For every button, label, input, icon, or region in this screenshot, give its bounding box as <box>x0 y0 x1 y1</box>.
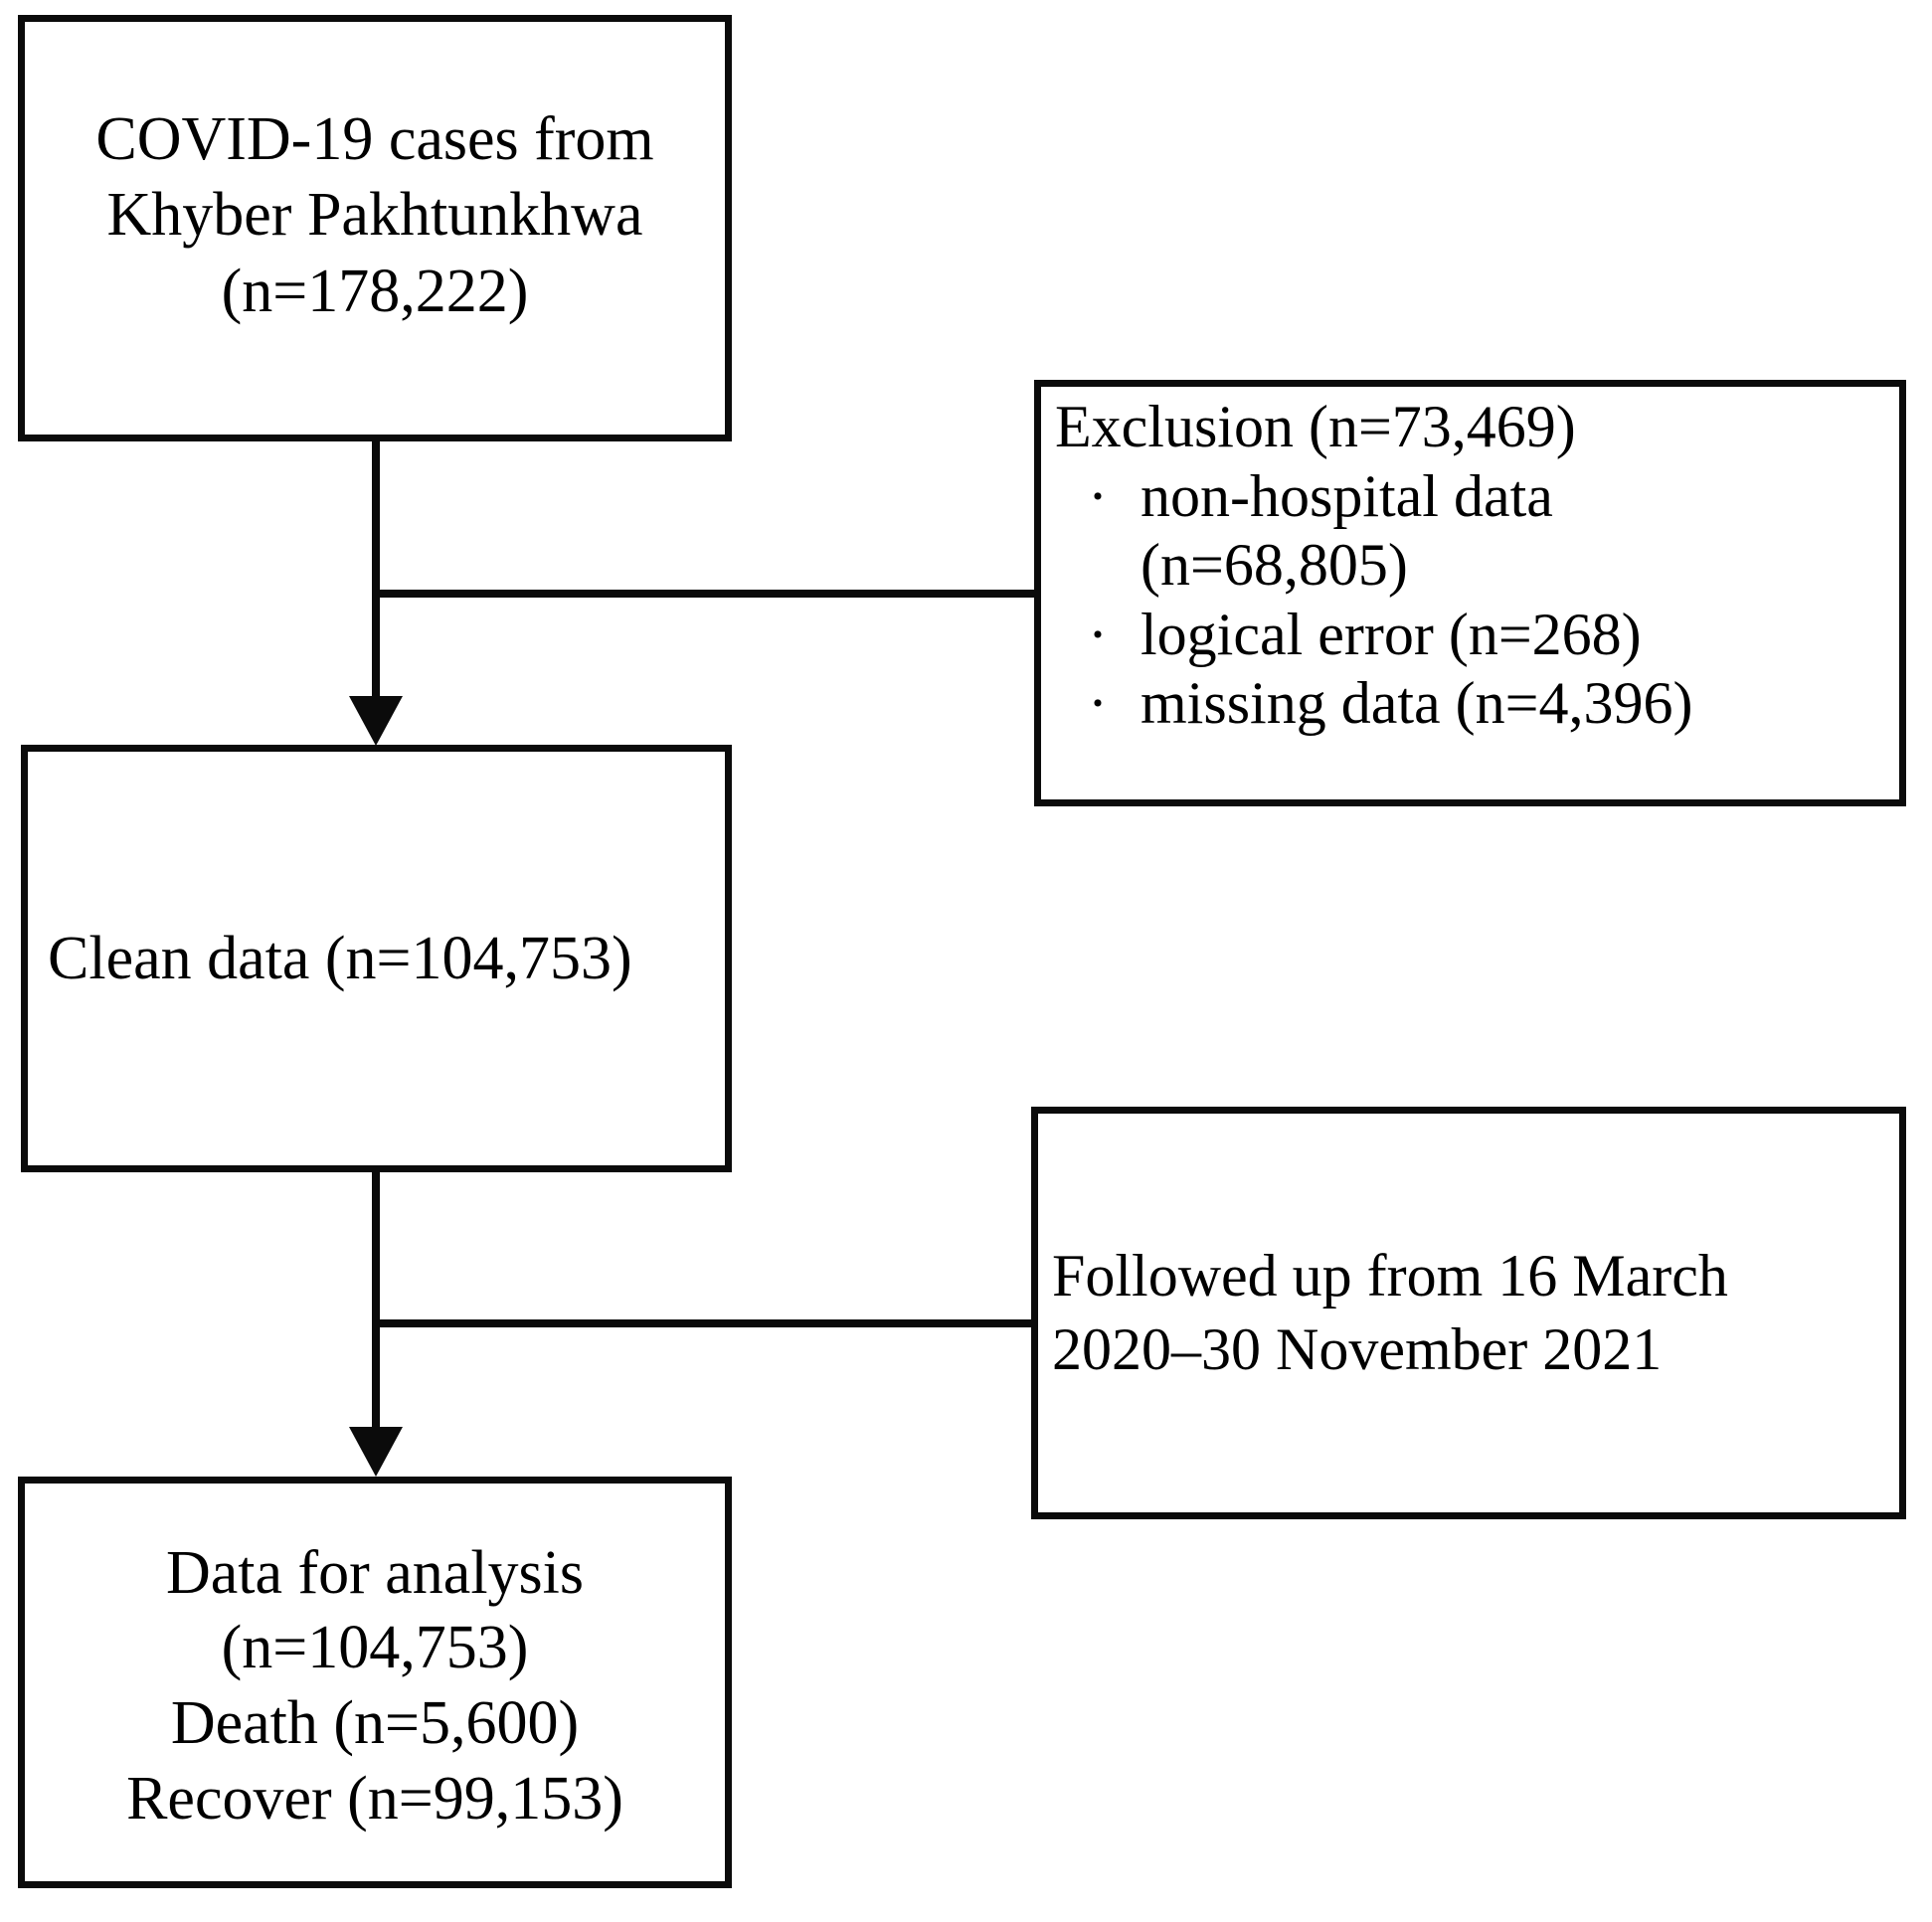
exclusion-item-1-label: non-hospital data (n=68,805) <box>1141 462 1553 599</box>
follow-up-box: Followed up from 16 March 2020–30 Novemb… <box>1031 1107 1906 1519</box>
source-population-box: COVID-19 cases from Khyber Pakhtunkhwa (… <box>18 15 732 441</box>
exclusion-item-2: · logical error (n=268) <box>1055 601 1642 670</box>
clean-to-followup-connector-line <box>372 1319 1035 1327</box>
exclusion-item-1: · non-hospital data (n=68,805) <box>1055 462 1553 601</box>
analysis-data-line-4: Recover (n=99,153) <box>126 1764 623 1833</box>
exclusion-heading: Exclusion (n=73,469) <box>1055 394 1576 459</box>
follow-up-line-2: 2020–30 November 2021 <box>1052 1315 1663 1382</box>
analysis-data-line-1: Data for analysis <box>165 1538 585 1607</box>
analysis-data-line-2: (n=104,753) <box>221 1614 529 1682</box>
clean-to-analysis-connector-line <box>372 1167 380 1428</box>
follow-up-line-1: Followed up from 16 March <box>1052 1243 1728 1310</box>
clean-data-box: Clean data (n=104,753) <box>21 745 732 1172</box>
bullet-icon: · <box>1088 601 1108 667</box>
source-to-clean-connector-line <box>372 437 380 698</box>
exclusion-item-3-label: missing data (n=4,396) <box>1141 670 1693 737</box>
source-population-line-1: COVID-19 cases from <box>95 105 654 174</box>
clean-to-analysis-arrowhead-icon <box>349 1427 403 1477</box>
bullet-icon: · <box>1088 462 1108 529</box>
exclusion-item-3: · missing data (n=4,396) <box>1055 669 1692 739</box>
analysis-data-line-3: Death (n=5,600) <box>170 1689 580 1757</box>
analysis-data-box: Data for analysis (n=104,753) Death (n=5… <box>18 1477 732 1888</box>
exclusion-item-2-label: logical error (n=268) <box>1141 601 1642 667</box>
source-population-line-2: Khyber Pakhtunkhwa <box>106 181 643 250</box>
source-to-clean-arrowhead-icon <box>349 696 403 746</box>
exclusion-box: Exclusion (n=73,469) · non-hospital data… <box>1034 380 1906 806</box>
source-to-exclusion-connector-line <box>372 590 1038 598</box>
source-population-line-3: (n=178,222) <box>221 257 529 325</box>
bullet-icon: · <box>1088 670 1108 737</box>
clean-data-line-1: Clean data (n=104,753) <box>48 924 632 992</box>
